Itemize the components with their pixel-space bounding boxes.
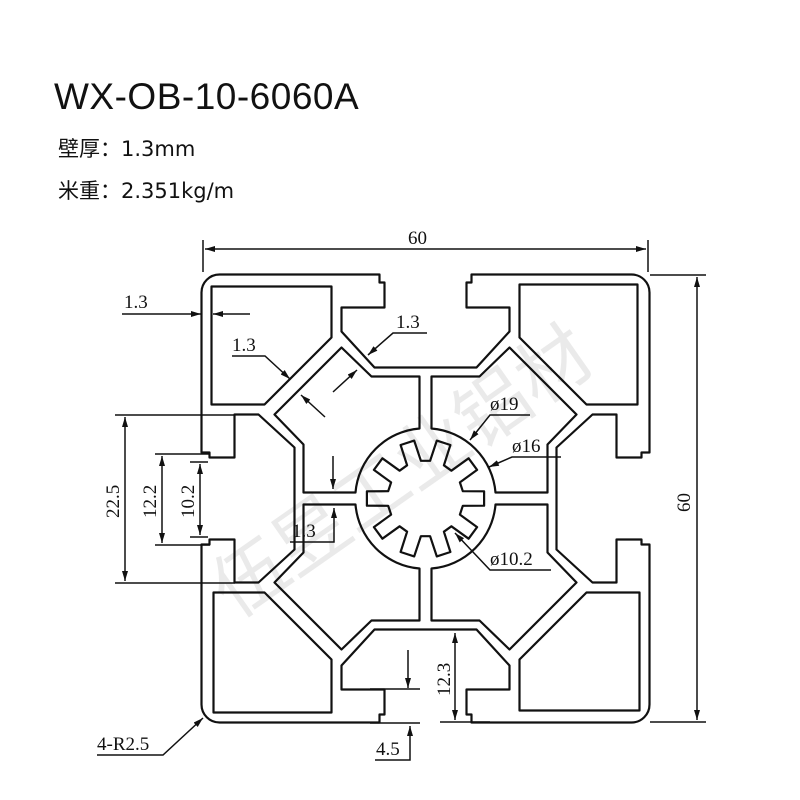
profile-outline bbox=[200, 273, 651, 724]
dim-outer-wall: 1.3 bbox=[124, 292, 148, 313]
dim-slot-span: 22.5 bbox=[103, 485, 124, 518]
dim-hub-outer: ø19 bbox=[490, 394, 519, 415]
dim-width: 60 bbox=[408, 228, 427, 249]
outer-contour bbox=[200, 273, 651, 724]
dim-spline-outer: ø16 bbox=[512, 436, 541, 457]
dim-corner-radius: 4-R2.5 bbox=[97, 734, 149, 755]
dim-spline-inner: ø10.2 bbox=[490, 549, 533, 570]
corner-cavity bbox=[518, 591, 641, 712]
inner-cavity bbox=[430, 346, 578, 494]
dim-upper-wall: 1.3 bbox=[396, 312, 420, 333]
dim-slot-inner: 12.2 bbox=[140, 485, 161, 518]
profile-title: WX-OB-10-6060A bbox=[54, 76, 360, 117]
inner-cavity bbox=[273, 346, 421, 494]
wall-thickness-spec: 壁厚：1.3mm bbox=[58, 133, 195, 163]
corner-cavity bbox=[212, 591, 333, 714]
weight-spec: 米重：2.351kg/m bbox=[58, 175, 234, 205]
corner-cavity bbox=[210, 285, 333, 406]
dim-slot-depth: 12.3 bbox=[434, 663, 455, 696]
inner-cavity bbox=[430, 503, 578, 651]
weight-label: 米重： bbox=[58, 179, 121, 203]
wall-thickness-value: 1.3mm bbox=[121, 137, 196, 161]
weight-value: 2.351kg/m bbox=[121, 179, 235, 203]
cavities bbox=[210, 283, 641, 714]
dimension-labels: 60 60 1.3 1.3 1.3 1.3 ø19 ø16 ø10.2 22.5… bbox=[97, 228, 695, 760]
wall-thickness-label: 壁厚： bbox=[58, 137, 121, 161]
corner-cavity bbox=[518, 283, 639, 406]
dim-slot-opening: 10.2 bbox=[178, 485, 199, 518]
dimension-lines bbox=[97, 240, 706, 761]
dim-lip-depth: 4.5 bbox=[376, 739, 400, 760]
inner-cavity bbox=[273, 503, 421, 651]
dim-spoke-wall: 1.3 bbox=[292, 521, 316, 542]
spline-hole bbox=[365, 439, 486, 558]
dim-diagonal-wall: 1.3 bbox=[232, 335, 256, 356]
dim-height: 60 bbox=[674, 493, 695, 512]
